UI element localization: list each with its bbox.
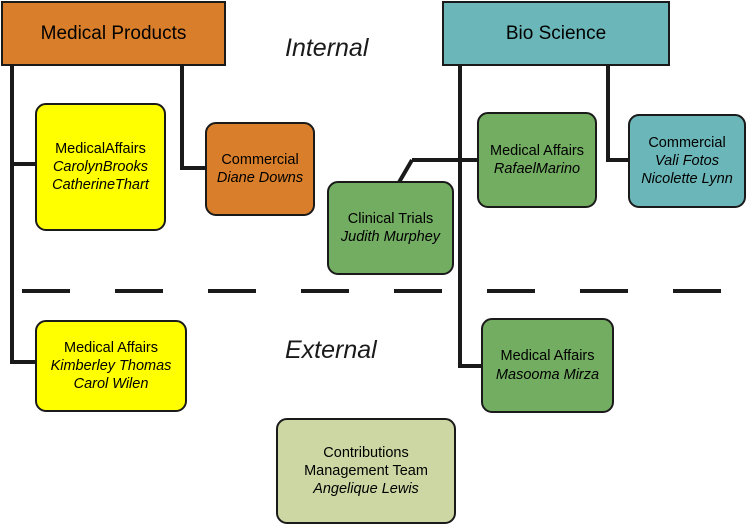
- mp-to-commercial-line: [180, 66, 206, 170]
- bio-science-title: Bio Science: [505, 22, 607, 44]
- mp-medical-affairs-external-box: Medical Affairs Kimberley Thomas Carol W…: [35, 320, 187, 412]
- mp-commercial-box: Commercial Diane Downs: [205, 122, 315, 216]
- bio-science-header: Bio Science: [442, 1, 670, 66]
- unit-title: Medical Affairs: [63, 339, 159, 356]
- medical-products-title: Medical Products: [40, 22, 187, 44]
- member-name: Kimberley Thomas: [50, 357, 172, 374]
- medical-products-header: Medical Products: [1, 1, 226, 66]
- unit-title-line: Contributions: [323, 444, 409, 461]
- member-name: Diane Downs: [216, 170, 304, 186]
- unit-title: Commercial: [221, 151, 299, 168]
- bs-commercial-box: Commercial Vali Fotos Nicolette Lynn: [628, 114, 746, 208]
- bs-medical-affairs-external-box: Medical Affairs Masooma Mirza: [481, 318, 614, 413]
- bs-medical-affairs-internal-box: Medical Affairs RafaelMarino: [477, 112, 597, 208]
- external-label: External: [285, 336, 377, 364]
- internal-label: Internal: [285, 34, 369, 62]
- member-list: Judith Murphey: [341, 228, 440, 246]
- member-list: Diane Downs: [217, 169, 303, 187]
- unit-title: Commercial: [648, 134, 726, 151]
- member-list: CarolynBrooks CatherineThart: [52, 158, 149, 194]
- member-name: CatherineThart: [52, 177, 149, 194]
- member-name: RafaelMarino: [493, 161, 581, 177]
- unit-title-line: Management Team: [304, 462, 428, 479]
- unit-title: Clinical Trials: [347, 210, 434, 227]
- bs-clinical-trials-box: Clinical Trials Judith Murphey: [327, 181, 454, 275]
- member-list: Masooma Mirza: [496, 366, 599, 384]
- unit-title: Medical Affairs: [489, 142, 585, 159]
- member-list: RafaelMarino: [494, 160, 580, 178]
- mp-medical-affairs-internal-box: MedicalAffairs CarolynBrooks CatherineTh…: [35, 103, 166, 231]
- member-name: Vali Fotos: [655, 152, 719, 169]
- member-list: Vali Fotos Nicolette Lynn: [641, 152, 733, 188]
- unit-title: MedicalAffairs: [55, 140, 146, 157]
- bs-to-clinical-line: [396, 158, 414, 186]
- contributions-management-team-box: Contributions Management Team Angelique …: [276, 418, 456, 524]
- member-name: Masooma Mirza: [495, 366, 600, 383]
- member-list: Kimberley Thomas Carol Wilen: [51, 357, 172, 393]
- unit-title: Medical Affairs: [500, 348, 595, 365]
- bs-trunk-line: [458, 66, 482, 368]
- member-name: CarolynBrooks: [52, 158, 149, 175]
- mp-trunk-line: [10, 66, 36, 364]
- member-name: Carol Wilen: [73, 376, 149, 393]
- member-name: Nicolette Lynn: [641, 171, 733, 188]
- member-name: Judith Murphey: [340, 229, 441, 245]
- member-list: Angelique Lewis: [313, 480, 419, 498]
- bs-to-commercial-line: [606, 66, 630, 162]
- member-name: Angelique Lewis: [313, 481, 419, 498]
